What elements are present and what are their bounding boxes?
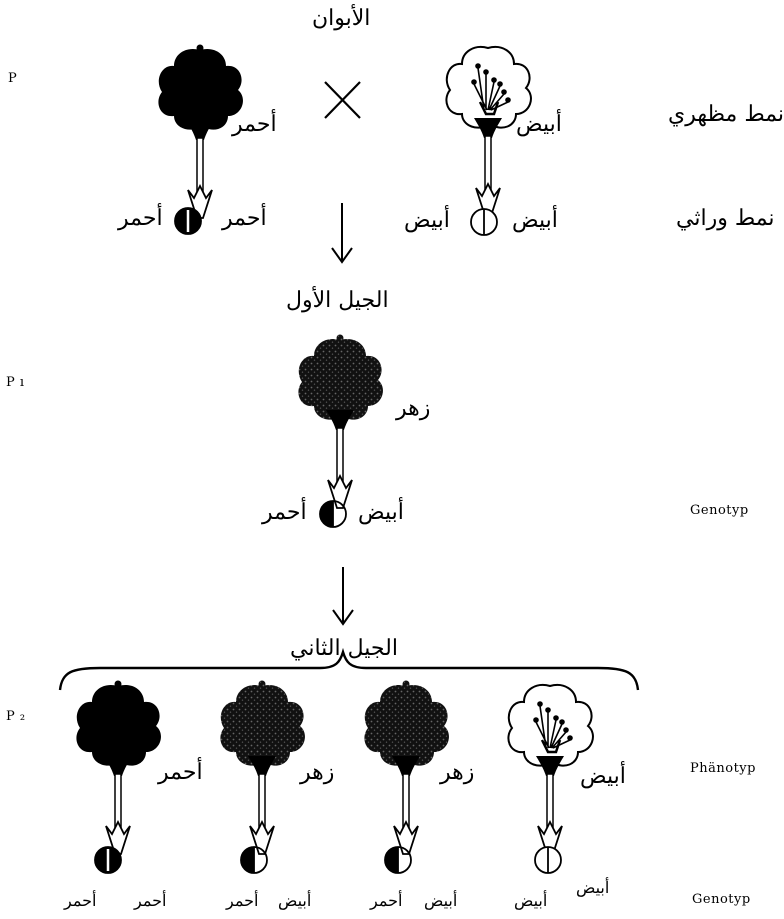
f2-genotype-circle-2 xyxy=(240,846,268,874)
f2-phenotype-row-label: Phänotyp xyxy=(690,761,756,776)
f2-allele-4a: أبيض xyxy=(514,891,548,910)
f2-flower-pink-1 xyxy=(220,680,305,855)
red-flower-label: أحمر xyxy=(232,112,277,137)
f1-pink-flower xyxy=(298,334,383,509)
f2-flower-label-2: زهر xyxy=(300,760,335,785)
f2-allele-2a: أحمر xyxy=(226,891,259,910)
f1-title: الجيل الأول xyxy=(286,288,389,313)
f2-allele-2b: أبيض xyxy=(278,891,312,910)
parents-title: الأبوان xyxy=(312,6,371,31)
genotype-circle-red-red xyxy=(174,207,202,235)
f2-allele-4b: أبيض xyxy=(576,878,610,897)
f2-genotype-row-label: Genotyp xyxy=(692,892,751,907)
parent-red-flower xyxy=(158,44,243,219)
f2-genotype-circle-1 xyxy=(94,846,122,874)
f1-allele-left: أحمر xyxy=(262,500,307,525)
generation-label-f2: P ₂ xyxy=(6,709,26,724)
f1-flower-label: زهر xyxy=(396,396,431,421)
f2-genotype-circle-3 xyxy=(384,846,412,874)
f2-flower-label-1: أحمر xyxy=(158,760,203,785)
f2-allele-1a: أحمر xyxy=(64,891,97,910)
genotype-circle-white-white xyxy=(470,208,498,236)
phenotype-row-label: نمط مظهري xyxy=(668,102,784,127)
f2-allele-1b: أحمر xyxy=(134,891,167,910)
white-allele-right: أبيض xyxy=(512,208,558,233)
generation-label-p: P xyxy=(8,71,18,86)
white-allele-left: أبيض xyxy=(404,208,450,233)
arrow-to-f1 xyxy=(331,203,353,264)
genotype-row-label: نمط وراثي xyxy=(676,206,775,231)
red-allele-right: أحمر xyxy=(222,206,267,231)
f2-flower-pink-2 xyxy=(364,680,449,855)
white-flower-label: أبيض xyxy=(516,112,562,137)
f1-allele-right: أبيض xyxy=(358,500,404,525)
red-allele-left: أحمر xyxy=(118,206,163,231)
f2-genotype-circle-4 xyxy=(534,846,562,874)
f2-allele-3b: أبيض xyxy=(424,891,458,910)
f2-flower-red xyxy=(76,680,161,855)
f2-flower-label-4: أبيض xyxy=(580,764,626,789)
f2-title: الجيل الثاني xyxy=(290,636,398,661)
generation-label-f1: P ı xyxy=(6,375,25,390)
arrow-to-f2 xyxy=(332,567,354,626)
f1-genotype-row-label: Genotyp xyxy=(690,503,749,518)
genotype-circle-red-white xyxy=(319,500,347,528)
cross-symbol xyxy=(324,81,361,119)
f2-allele-3a: أحمر xyxy=(370,891,403,910)
f2-flower-label-3: زهر xyxy=(440,760,475,785)
f2-brace xyxy=(58,647,640,691)
